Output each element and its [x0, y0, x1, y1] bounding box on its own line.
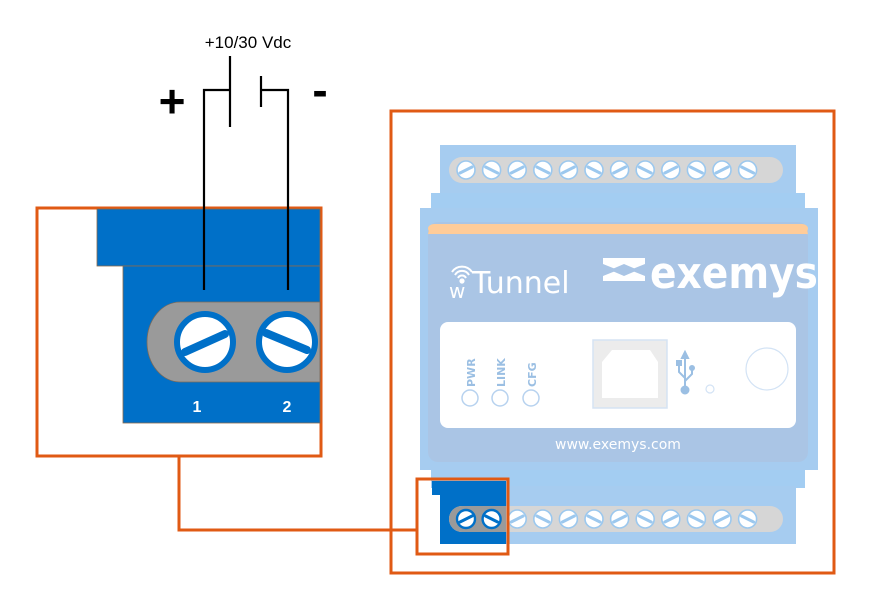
- power-supply: +10/30 Vdc + -: [159, 33, 328, 290]
- terminal-screw: [481, 160, 502, 180]
- terminal-screw: [686, 160, 707, 180]
- terminal-screw-2: [256, 311, 318, 373]
- minus-symbol: -: [312, 64, 327, 116]
- terminal-screw: [635, 160, 656, 180]
- reset-hole: [705, 384, 715, 394]
- plus-symbol: +: [159, 75, 186, 127]
- terminal-highlight-box: [415, 477, 510, 556]
- led-indicator: [522, 389, 540, 407]
- device-tier-top: [431, 193, 805, 211]
- usb-icon: [676, 349, 695, 395]
- led-indicator: [461, 389, 479, 407]
- led-cfg: CFG: [522, 362, 540, 407]
- terminal-screw: [558, 160, 579, 180]
- led-pwr: PWR: [461, 358, 479, 407]
- terminal-screw: [686, 509, 707, 529]
- product-name: Tunnel: [471, 266, 570, 301]
- bottom-screws: [455, 508, 758, 530]
- supply-voltage-label: +10/30 Vdc: [205, 33, 292, 52]
- terminal-screw: [584, 509, 604, 529]
- wire-negative: [261, 88, 290, 290]
- terminal-screw: [455, 508, 477, 530]
- top-screws: [456, 160, 758, 180]
- terminal-screw: [507, 509, 528, 529]
- terminal-screw: [558, 509, 579, 529]
- terminal-screw-1: [174, 311, 236, 373]
- terminal-screw: [507, 160, 528, 180]
- terminal-screw: [456, 160, 476, 180]
- terminal-screw: [609, 509, 630, 529]
- terminal-screw: [532, 509, 553, 529]
- terminal-screw: [481, 508, 502, 530]
- terminal-screw: [712, 160, 732, 180]
- antenna-connector: [745, 347, 789, 391]
- device-highlight-box: [389, 109, 836, 575]
- led-label: LINK: [495, 358, 508, 387]
- terminal-screw: [737, 509, 758, 529]
- detail-housing-top: [96, 208, 321, 267]
- terminal-label-1: 1: [193, 399, 202, 416]
- terminal-screw: [584, 160, 604, 180]
- terminal-screw: [609, 160, 630, 180]
- bottom-terminal-highlight-top: [432, 481, 506, 495]
- led-label: PWR: [465, 358, 478, 387]
- wtunnel-device: w Tunnel exemys PWR LINK CFG: [420, 145, 818, 544]
- usb-port: [592, 339, 668, 409]
- exemys-logo-icon: [603, 258, 645, 281]
- terminal-screw: [660, 509, 681, 529]
- terminal-screw: [660, 160, 681, 180]
- device-tier-bottom: [431, 470, 805, 488]
- terminal-screw: [635, 509, 656, 529]
- website-url: www.exemys.com: [555, 437, 681, 453]
- wire-positive: [202, 88, 230, 290]
- led-indicator: [491, 389, 509, 407]
- terminal-screw: [532, 160, 553, 180]
- product-prefix: w: [449, 279, 465, 303]
- terminal-screw: [737, 160, 758, 180]
- terminal-detail: 1 2: [35, 206, 323, 458]
- terminal-label-2: 2: [283, 399, 292, 416]
- led-link: LINK: [491, 358, 509, 407]
- brand-name: exemys: [650, 248, 818, 299]
- wifi-icon: [451, 265, 473, 284]
- led-label: CFG: [526, 362, 539, 387]
- terminal-screw: [712, 509, 732, 529]
- callout-connector-line: [177, 456, 417, 532]
